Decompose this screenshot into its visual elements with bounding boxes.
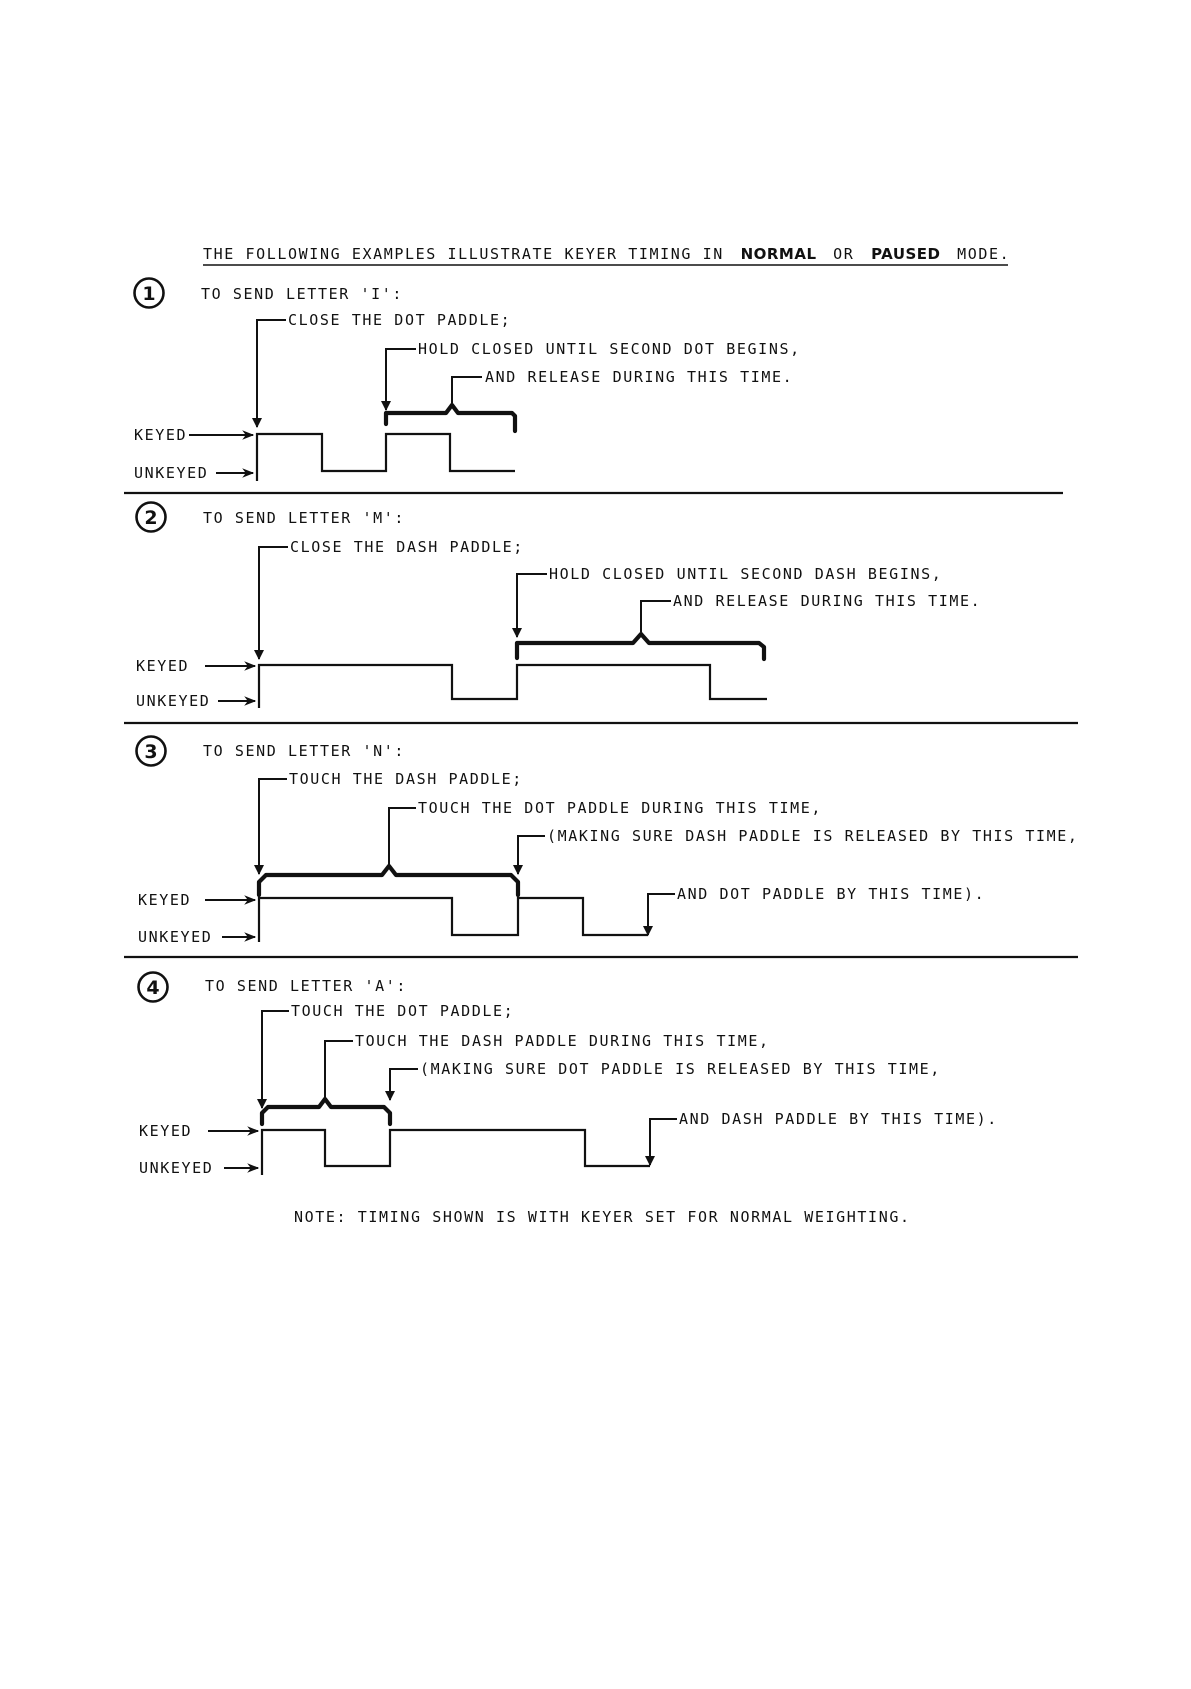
header-suffix: MODE. [957,245,1010,263]
note-leader [451,376,482,403]
unkeyed-label: UNKEYED [136,692,210,710]
note-release-during: AND RELEASE DURING THIS TIME. [673,592,981,610]
note-leader [512,573,547,638]
example-4: 4 TO SEND LETTER 'A': TOUCH THE DOT PADD… [137,971,998,1177]
note-leader [257,1010,289,1109]
footnote: NOTE: TIMING SHOWN IS WITH KEYER SET FOR… [294,1208,911,1226]
timing-brace [259,1096,393,1127]
note-touch-dot-during: TOUCH THE DOT PADDLE DURING THIS TIME, [418,799,822,817]
keying-waveform [260,1128,650,1175]
timing-brace [514,631,767,662]
note-touch-dash-paddle: TOUCH THE DASH PADDLE; [289,770,523,788]
svg-text:THE FOLLOWING EXAMPLES ILLUSTR: THE FOLLOWING EXAMPLES ILLUSTRATE KEYER … [203,245,1010,263]
note-leader [640,600,671,632]
keyed-label: KEYED [134,426,187,444]
unkeyed-label: UNKEYED [134,464,208,482]
note-hold-closed: HOLD CLOSED UNTIL SECOND DASH BEGINS, [549,565,942,583]
note-hold-closed: HOLD CLOSED UNTIL SECOND DOT BEGINS, [418,340,801,358]
unkeyed-label: UNKEYED [139,1159,213,1177]
note-dash-paddle-by-time: AND DASH PADDLE BY THIS TIME). [679,1110,998,1128]
note-making-sure-dot-released: (MAKING SURE DOT PADDLE IS RELEASED BY T… [420,1060,941,1078]
example-title: TO SEND LETTER 'A': [205,977,407,995]
example-2: 2 TO SEND LETTER 'M': CLOSE THE DASH PAD… [135,501,981,710]
note-leader [513,835,545,875]
example-number: 4 [146,977,159,999]
note-close-dot-paddle: CLOSE THE DOT PADDLE; [288,311,511,329]
note-touch-dash-during: TOUCH THE DASH PADDLE DURING THIS TIME, [355,1032,770,1050]
note-making-sure-dash-released: (MAKING SURE DASH PADDLE IS RELEASED BY … [547,827,1079,845]
note-leader [645,1118,677,1166]
note-leader [252,319,286,428]
header-or: OR [833,245,854,263]
note-leader [388,807,416,869]
note-leader [254,778,287,875]
example-title: TO SEND LETTER 'I': [201,285,403,303]
example-number-badge [137,971,169,1003]
header-normal-mode: NORMAL [741,245,817,263]
note-leader [254,546,288,660]
note-leader [381,348,416,411]
keyed-label: KEYED [139,1122,192,1140]
keying-waveform [255,432,515,481]
keying-waveform [257,896,648,942]
timing-brace [383,402,518,434]
unkeyed-label: UNKEYED [138,928,212,946]
example-1: 1 TO SEND LETTER 'I': CLOSE THE DOT PADD… [133,277,801,482]
note-leader [643,893,675,936]
example-title: TO SEND LETTER 'M': [203,509,405,527]
example-number-badge [135,735,167,767]
keyed-label: KEYED [136,657,189,675]
keying-waveform [257,663,767,708]
example-3: 3 TO SEND LETTER 'N': TOUCH THE DASH PAD… [135,735,1079,946]
page-header: THE FOLLOWING EXAMPLES ILLUSTRATE KEYER … [203,245,1010,266]
timing-brace [256,863,521,898]
note-leader [385,1068,418,1101]
example-number: 1 [142,283,155,305]
note-touch-dot-paddle: TOUCH THE DOT PADDLE; [291,1002,514,1020]
example-title: TO SEND LETTER 'N': [203,742,405,760]
example-number: 3 [144,741,157,763]
note-leader [324,1040,353,1102]
note-release-during: AND RELEASE DURING THIS TIME. [485,368,793,386]
example-number: 2 [144,507,157,529]
example-number-badge [135,501,167,533]
note-close-dash-paddle: CLOSE THE DASH PADDLE; [290,538,524,556]
header-prefix: THE FOLLOWING EXAMPLES ILLUSTRATE KEYER … [203,245,724,263]
note-dot-paddle-by-time: AND DOT PADDLE BY THIS TIME). [677,885,985,903]
keyed-label: KEYED [138,891,191,909]
example-number-badge [133,277,165,309]
header-paused-mode: PAUSED [871,245,940,263]
